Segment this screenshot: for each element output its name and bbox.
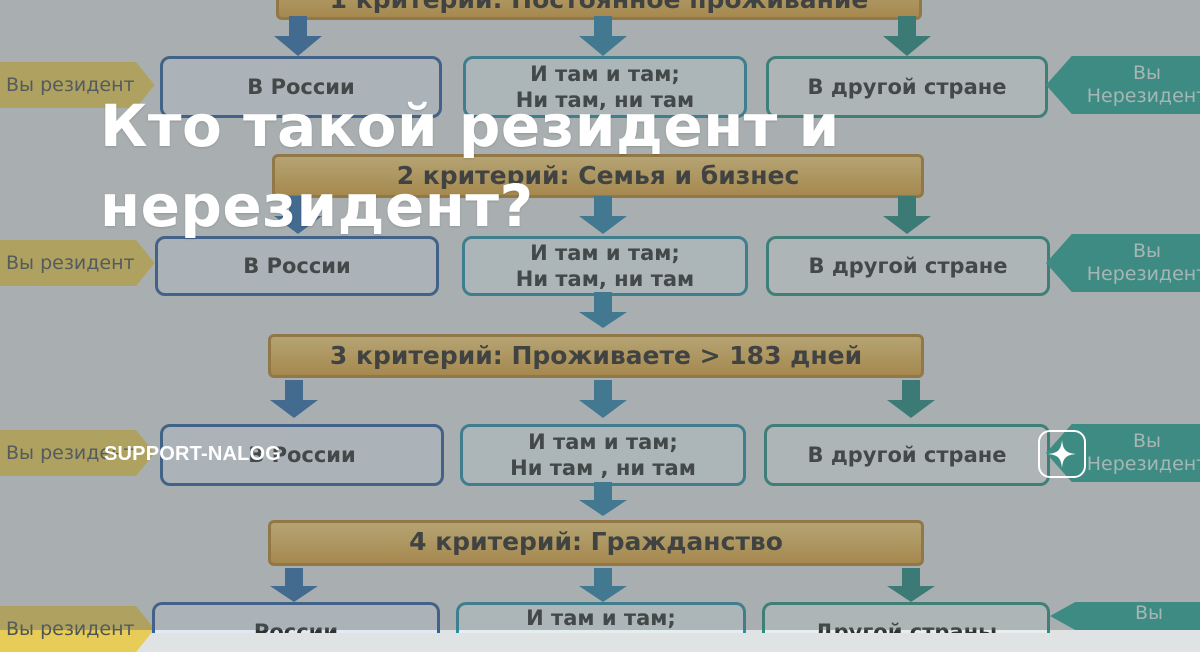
option-label: В другой стране <box>808 253 1008 278</box>
arrow-down <box>883 36 931 56</box>
option-label: Ни там, ни там <box>515 267 695 291</box>
nonresident-tag: Вы <box>1050 602 1200 630</box>
resident-tag: Вы резидент <box>0 62 155 108</box>
option-both-neither: И там и там;Ни там, ни там <box>463 56 747 118</box>
arrow-down <box>579 312 627 328</box>
resident-tag-label: Вы резидент <box>6 441 135 464</box>
arrow-down <box>883 216 931 234</box>
resident-tag-label: Вы резидент <box>6 73 135 96</box>
criterion-4: 4 критерий: Гражданство <box>268 520 924 566</box>
option-other-country: В другой стране <box>766 56 1048 118</box>
nonresident-label: Вы <box>1132 240 1162 263</box>
nonresident-label: Вы <box>1132 62 1162 85</box>
arrow-down <box>285 568 303 588</box>
arrow-down <box>579 216 627 234</box>
arrow-down <box>270 400 318 418</box>
option-label: Ни там, ни там <box>515 88 695 112</box>
option-russia: В России <box>160 424 444 486</box>
arrow-down <box>579 400 627 418</box>
arrow-down <box>902 380 920 402</box>
resident-tag-label: Вы резидент <box>6 251 135 274</box>
resident-tag: Вы резидент <box>0 430 155 476</box>
nonresident-label: Вы <box>1134 602 1164 624</box>
arrow-down <box>274 216 322 234</box>
nonresident-label: Нерезидент <box>1086 85 1200 107</box>
arrow-down <box>289 16 307 38</box>
option-both-neither: И там и там;Ни там , ни там <box>460 424 746 486</box>
arrow-down <box>594 482 612 502</box>
option-label: В России <box>247 74 355 99</box>
headline: Кто такой резидент и нерезидент? <box>100 92 840 240</box>
arrow-down <box>594 568 612 588</box>
criterion-3: 3 критерий: Проживаете > 183 дней <box>268 334 924 378</box>
arrow-down <box>274 36 322 56</box>
sparkle-star-icon-glyph <box>1048 440 1076 468</box>
resident-tag: Вы резидент <box>0 240 155 286</box>
arrow-down <box>579 36 627 56</box>
option-label: И там и там; <box>526 606 676 630</box>
sparkle-star-icon <box>1038 430 1086 478</box>
option-label: В другой стране <box>807 442 1007 467</box>
arrow-down <box>579 586 627 602</box>
option-russia: В России <box>160 56 442 118</box>
arrow-down <box>902 568 920 588</box>
nonresident-label: Нерезидент <box>1086 263 1200 285</box>
channel-name[interactable]: SUPPORT-NALOG <box>104 443 282 465</box>
option-label: И там и там; <box>530 240 680 265</box>
nonresident-label: Вы <box>1132 430 1162 453</box>
option-label: И там и там; <box>530 61 680 86</box>
option-label: В другой стране <box>807 74 1007 99</box>
arrow-down <box>579 500 627 516</box>
option-other-country: В другой стране <box>766 236 1050 296</box>
arrow-down <box>594 292 612 314</box>
option-both-neither: И там и там; <box>456 602 746 633</box>
dark-overlay <box>0 0 1200 630</box>
option-other-country: В другой стране <box>764 424 1050 486</box>
option-label: В России <box>248 442 356 467</box>
arrow-down <box>285 380 303 402</box>
arrow-down <box>887 400 935 418</box>
arrow-down <box>898 16 916 38</box>
arrow-down <box>289 196 307 218</box>
arrow-down <box>594 380 612 402</box>
arrow-down <box>594 16 612 38</box>
arrow-down <box>898 196 916 218</box>
arrow-down <box>270 586 318 602</box>
nonresident-label: Нерезидент <box>1086 453 1200 475</box>
option-label: Ни там , ни там <box>510 456 696 480</box>
option-label: В России <box>243 253 351 278</box>
option-label: И там и там; <box>528 429 678 454</box>
arrow-down <box>887 586 935 602</box>
arrow-down <box>594 196 612 218</box>
option-russia: В России <box>155 236 439 296</box>
